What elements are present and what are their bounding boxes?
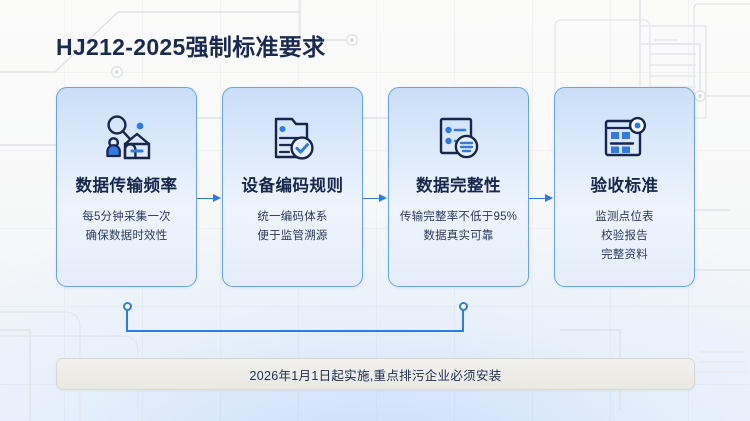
card-row: 数据传输频率 每5分钟采集一次 确保数据时效性 bbox=[0, 87, 750, 287]
card-title: 数据传输频率 bbox=[75, 177, 178, 195]
arrow-right-icon bbox=[529, 194, 554, 203]
data-transmission-icon bbox=[99, 114, 155, 162]
document-check-icon bbox=[269, 114, 317, 162]
card-line: 监测点位表 bbox=[595, 210, 654, 223]
card-description: 监测点位表 校验报告 完整资料 bbox=[595, 208, 654, 265]
connector-node-left bbox=[122, 302, 132, 311]
data-list-icon bbox=[435, 114, 483, 162]
card-description: 统一编码体系 便于监管溯源 bbox=[257, 208, 327, 246]
card-line: 传输完整率不低于95% bbox=[399, 210, 518, 223]
card-title: 验收标准 bbox=[590, 177, 659, 195]
card-description: 每5分钟采集一次 确保数据时效性 bbox=[82, 208, 171, 246]
card-data-transmission[interactable]: 数据传输频率 每5分钟采集一次 确保数据时效性 bbox=[56, 87, 197, 287]
footer-banner-text: 2026年1月1日起实施,重点排污企业必须安装 bbox=[249, 368, 502, 383]
card-line: 校验报告 bbox=[601, 229, 648, 242]
feedback-connector bbox=[118, 300, 474, 340]
card-data-integrity[interactable]: 数据完整性 传输完整率不低于95% 数据真实可靠 bbox=[388, 87, 529, 287]
card-title: 设备编码规则 bbox=[241, 177, 344, 195]
card-device-code-rule[interactable]: 设备编码规则 统一编码体系 便于监管溯源 bbox=[222, 87, 363, 287]
card-line: 确保数据时效性 bbox=[85, 229, 168, 242]
card-title: 数据完整性 bbox=[416, 177, 501, 195]
card-description: 传输完整率不低于95% 数据真实可靠 bbox=[400, 208, 517, 246]
card-line: 每5分钟采集一次 bbox=[82, 210, 171, 223]
card-line: 数据真实可靠 bbox=[423, 229, 494, 242]
card-line: 便于监管溯源 bbox=[257, 229, 328, 242]
arrow-right-icon bbox=[197, 194, 222, 203]
card-line: 统一编码体系 bbox=[257, 210, 328, 223]
footer-banner: 2026年1月1日起实施,重点排污企业必须安装 bbox=[56, 358, 695, 390]
page-title: HJ212-2025强制标准要求 bbox=[56, 34, 326, 60]
arrow-right-icon bbox=[363, 194, 388, 203]
card-line: 完整资料 bbox=[601, 248, 648, 261]
connector-node-right bbox=[458, 302, 468, 311]
card-acceptance-standard[interactable]: 验收标准 监测点位表 校验报告 完整资料 bbox=[554, 87, 695, 287]
report-table-icon bbox=[601, 114, 649, 162]
